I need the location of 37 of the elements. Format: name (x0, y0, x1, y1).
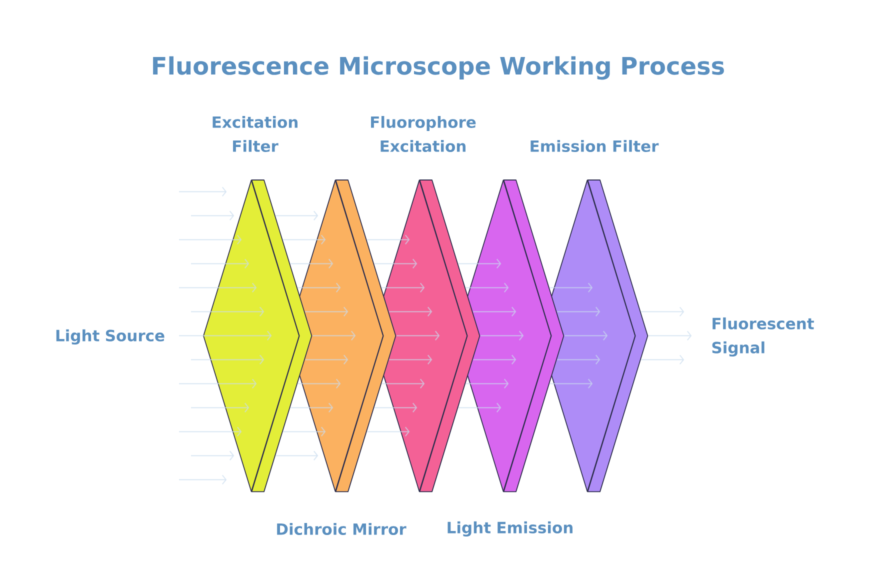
text-label: Fluorescent Signal (712, 317, 814, 357)
arrow (480, 330, 524, 340)
arrow (564, 330, 608, 340)
arrow (458, 258, 502, 268)
arrow (367, 426, 410, 436)
arrow (389, 354, 432, 364)
panel-label: Excitation Filter (212, 116, 298, 152)
title: Fluorescence Microscope Working Process (153, 56, 724, 80)
arrow (305, 306, 348, 316)
arrow (473, 306, 516, 316)
arrow (389, 306, 432, 316)
arrow (382, 282, 425, 292)
arrow (557, 354, 600, 364)
arrow (290, 402, 334, 412)
arrow (396, 330, 440, 340)
arrow (466, 378, 509, 388)
arrow (382, 378, 425, 388)
arrow (473, 354, 516, 364)
arrow (557, 306, 600, 316)
arrow (641, 306, 684, 317)
arrow (298, 282, 341, 292)
arrow (367, 234, 410, 244)
arrow (458, 402, 502, 412)
arrow (312, 330, 356, 340)
panel-label: Fluorophore Excitation (371, 116, 476, 152)
text-label: Light Source (56, 329, 164, 345)
arrow (648, 330, 692, 341)
arrow (641, 354, 684, 365)
panel-label: Light Emission (448, 521, 572, 537)
panel-label: Emission Filter (530, 140, 659, 152)
arrow (298, 378, 341, 388)
arrow (290, 258, 334, 268)
arrow (305, 354, 348, 364)
arrow (466, 282, 509, 292)
panel-label: Dichroic Mirror (277, 523, 406, 535)
arrow (374, 258, 418, 268)
arrow (374, 402, 418, 412)
